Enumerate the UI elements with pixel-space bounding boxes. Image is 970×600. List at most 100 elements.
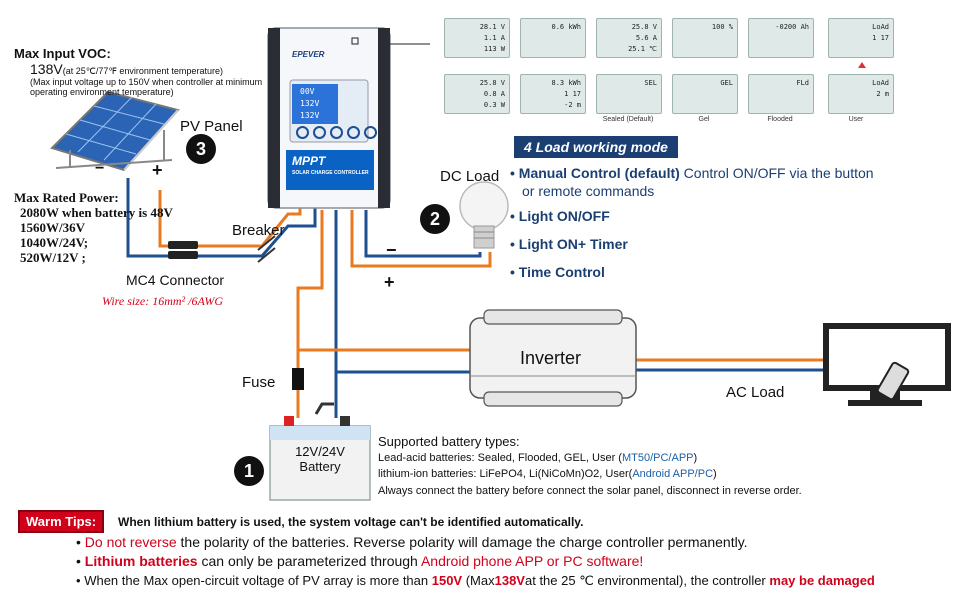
controller-screen-line: 00V — [300, 87, 315, 96]
pv-minus-sign: − — [95, 160, 105, 177]
battery-name: Battery — [299, 459, 341, 474]
pv-positive-wire — [158, 190, 302, 248]
controller-screen-line: 132V — [300, 111, 320, 120]
lcd-line: 25.8 V — [631, 23, 657, 31]
battery-types-title: Supported battery types: — [378, 434, 520, 449]
power-line: 1560W/36V — [20, 220, 85, 235]
battery-types: Supported battery types: Lead-acid batte… — [378, 434, 958, 497]
lcd-line: 113 W — [483, 45, 505, 53]
load-mode-item: • Time Control — [510, 264, 605, 280]
lcd-line: 0.3 W — [483, 101, 505, 109]
lcd-screen: 8.3 kWh 1 17 -2 m — [520, 74, 586, 114]
tip-red: Android phone APP or PC software! — [420, 553, 644, 569]
pv-panel-shape — [50, 90, 180, 172]
voc-block: Max Input VOC: 138V(at 25℃/77℉ environme… — [14, 46, 274, 97]
lcd-line: -0200 Ah — [775, 23, 809, 31]
lcd-line: LoAd — [872, 79, 889, 87]
pv-negative-wire — [126, 178, 317, 258]
lcd-line: FLd — [796, 79, 809, 87]
controller-button[interactable] — [313, 126, 326, 139]
tip-item: • Do not reverse the polarity of the bat… — [76, 533, 966, 552]
load-negative-wire — [364, 210, 482, 258]
controller-subtitle: SOLAR CHARGE CONTROLLER — [292, 170, 369, 176]
lcd-screen: GEL — [672, 74, 738, 114]
inverter-label: Inverter — [520, 348, 582, 368]
lcd-line: 0.6 kWh — [551, 23, 581, 31]
lcd-line: 2 m — [876, 90, 889, 98]
ac-load-label: AC Load — [726, 384, 785, 401]
load-mode-bold: Light ON/OFF — [518, 208, 610, 224]
lcd-line: 8.3 kWh — [551, 79, 581, 87]
tip-text: can only be parameterized through — [197, 553, 421, 569]
load-mode-bold: Manual Control (default) — [518, 165, 680, 181]
controller-button[interactable] — [330, 126, 343, 139]
battery-text: 12V/24V Battery — [270, 444, 370, 474]
tip-red: 138V — [494, 573, 525, 588]
pv-badge: 3 — [186, 134, 216, 164]
pv-panel-label: PV Panel — [180, 118, 243, 135]
lithium-line: lithium-ion batteries: LiFePO4, Li(NiCoM… — [378, 468, 958, 480]
lead-acid-line: Lead-acid batteries: Sealed, Flooded, GE… — [378, 452, 958, 464]
lcd-caption: Sealed (Default) — [602, 116, 654, 123]
lcd-screen: FLd — [748, 74, 814, 114]
load-minus-sign: − — [386, 240, 397, 260]
tip-text: the polarity of the batteries. Reverse p… — [176, 534, 748, 550]
controller-buttons — [296, 126, 377, 139]
tip-red: Lithium batteries — [84, 553, 198, 569]
mc4-connector-a — [168, 241, 198, 249]
dc-load-badge: 2 — [420, 204, 450, 234]
load-mode-rest: Control ON/OFF via the button — [679, 165, 874, 181]
lithium-suffix: ) — [713, 468, 717, 480]
voc-note: (Max input voltage up to 150V when contr… — [30, 77, 263, 97]
lcd-line: 100 % — [711, 23, 733, 31]
load-mode-item: • Light ON+ Timer — [510, 236, 628, 252]
lcd-screen: LoAd 2 m — [828, 74, 894, 114]
lithium-text: lithium-ion batteries: LiFePO4, Li(NiCoM… — [378, 468, 633, 480]
dc-load-label: DC Load — [440, 168, 500, 185]
tip-text: at the 25 ℃ environmental), the controll… — [524, 573, 770, 588]
lcd-line: LoAd — [872, 23, 889, 31]
tip-item: • When the Max open-circuit voltage of P… — [76, 571, 966, 590]
battery-positive-wire — [296, 210, 324, 418]
inverter-shape — [469, 309, 637, 407]
lcd-screen: -0200 Ah — [748, 18, 814, 58]
lcd-line: 0.8 A — [483, 90, 505, 98]
power-line: 520W/12V ; — [20, 250, 86, 265]
controller-button[interactable] — [296, 126, 309, 139]
lcd-line: SEL — [644, 79, 657, 87]
lcd-caption: Flooded — [767, 116, 793, 123]
lcd-line: GEL — [720, 79, 733, 87]
lcd-line: 1 17 — [564, 90, 581, 98]
voc-condition: (at 25℃/77℉ environment temperature) — [62, 66, 223, 76]
tv-shape — [823, 323, 951, 406]
controller-button[interactable] — [364, 126, 377, 139]
lcd-screen: LoAd 1 17 — [828, 18, 894, 58]
bulb-shape — [459, 181, 509, 249]
power-block: Max Rated Power: 2080W when battery is 4… — [14, 190, 173, 265]
tip-red: Do not reverse — [84, 534, 177, 550]
lcd-line: -2 m — [564, 101, 581, 109]
tip-bullet: • — [76, 534, 81, 550]
load-mode-bold: Light ON+ Timer — [518, 236, 628, 252]
lcd-arrows — [858, 62, 866, 68]
lcd-line: 1 17 — [872, 34, 889, 42]
lcd-caption: Gel — [698, 116, 710, 123]
warm-tips-headline: When lithium battery is used, the system… — [118, 515, 584, 529]
breaker-switch-b — [257, 247, 276, 263]
voc-title: Max Input VOC: — [14, 46, 111, 61]
controller-button[interactable] — [347, 126, 360, 139]
load-plus-sign: + — [384, 272, 395, 292]
lcd-caption: User — [848, 116, 864, 123]
lithium-link: Android APP/PC — [632, 468, 714, 480]
lcd-line: 25.1 ℃ — [628, 45, 657, 53]
load-positive-wire — [350, 210, 492, 268]
load-mode-item: • Light ON/OFF — [510, 208, 610, 224]
controller-screen-line: 132V — [300, 99, 320, 108]
load-mode-item: • Manual Control (default) Control ON/OF… — [510, 165, 874, 199]
battery-badge: 1 — [234, 456, 264, 486]
tip-red: may be damaged — [769, 573, 875, 588]
tip-bullet: • — [76, 573, 81, 588]
